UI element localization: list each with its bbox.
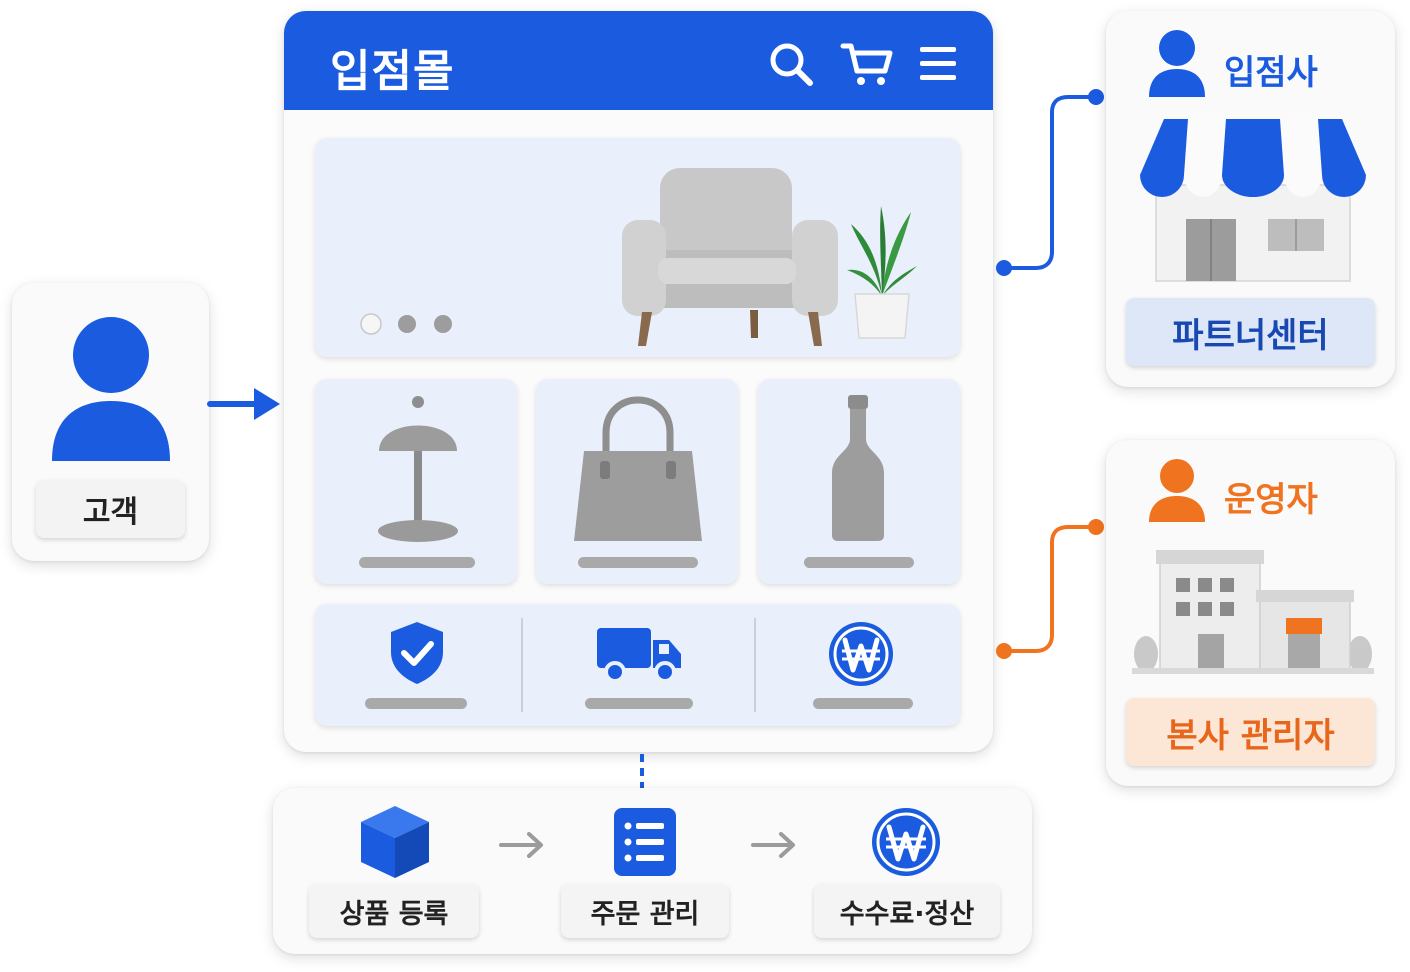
product-tile-bottle[interactable] bbox=[758, 379, 960, 584]
arrow-right-icon bbox=[751, 832, 795, 858]
feature-strip bbox=[315, 604, 960, 726]
cart-icon[interactable] bbox=[840, 41, 893, 87]
storefront-icon bbox=[1140, 119, 1366, 282]
product-bottle-name-placeholder bbox=[804, 557, 914, 568]
cube-icon bbox=[361, 806, 429, 878]
operator-card: 운영자 본사 관리자 bbox=[1106, 440, 1395, 786]
product-tile-handbag[interactable] bbox=[536, 379, 738, 584]
hq-admin-button[interactable]: 본사 관리자 bbox=[1126, 698, 1375, 766]
mall-window: 입점몰 bbox=[284, 11, 993, 752]
headquarters-building-icon bbox=[1132, 550, 1374, 674]
carousel-dot-3 bbox=[434, 315, 452, 333]
handbag-icon bbox=[574, 396, 702, 541]
won-coin-icon bbox=[829, 622, 893, 686]
lamp-icon bbox=[378, 396, 458, 542]
vendor-connector bbox=[996, 89, 1104, 276]
mall-title: 입점몰 bbox=[330, 46, 455, 97]
vendor-role-label: 입점사 bbox=[1224, 53, 1318, 93]
mall-to-flow-connector bbox=[640, 754, 644, 788]
banner-carousel[interactable] bbox=[315, 138, 960, 357]
product-lamp-name-placeholder bbox=[359, 557, 475, 568]
partner-center-button[interactable]: 파트너센터 bbox=[1126, 298, 1375, 366]
menu-icon[interactable] bbox=[918, 44, 958, 84]
step-order-manage[interactable]: 주문 관리 bbox=[561, 884, 729, 938]
bottle-icon bbox=[832, 395, 884, 541]
operator-person-icon bbox=[1149, 459, 1205, 522]
mall-header: 입점몰 bbox=[284, 11, 993, 110]
feature-divider-2 bbox=[754, 618, 756, 712]
step-product-register[interactable]: 상품 등록 bbox=[309, 884, 479, 938]
feature-1-placeholder bbox=[365, 698, 467, 709]
customer-person-icon bbox=[52, 317, 170, 461]
feature-2-placeholder bbox=[585, 698, 693, 709]
customer-label: 고객 bbox=[36, 480, 185, 538]
product-handbag-name-placeholder bbox=[578, 557, 698, 568]
list-icon bbox=[614, 808, 676, 876]
delivery-truck-icon bbox=[597, 628, 681, 683]
process-flow-card: 상품 등록 주문 관리 수수료·정산 bbox=[273, 788, 1032, 954]
feature-3-placeholder bbox=[813, 698, 913, 709]
armchair-icon bbox=[622, 168, 838, 346]
operator-role-label: 운영자 bbox=[1224, 480, 1318, 520]
arrow-right-icon bbox=[499, 832, 543, 858]
customer-arrow bbox=[207, 388, 280, 420]
product-tile-lamp[interactable] bbox=[315, 379, 517, 584]
won-coin-icon bbox=[872, 808, 940, 876]
operator-connector bbox=[996, 519, 1104, 659]
feature-divider-1 bbox=[521, 618, 523, 712]
customer-card: 고객 bbox=[12, 283, 209, 561]
plant-icon bbox=[847, 206, 917, 339]
shield-check-icon bbox=[391, 622, 443, 684]
step-commission-settlement[interactable]: 수수료·정산 bbox=[814, 884, 1000, 938]
carousel-dot-2 bbox=[398, 315, 416, 333]
vendor-card: 입점사 파트너센터 bbox=[1106, 11, 1395, 387]
search-icon[interactable] bbox=[768, 41, 814, 87]
carousel-dot-1 bbox=[360, 313, 382, 335]
carousel-dots[interactable] bbox=[359, 312, 459, 336]
vendor-person-icon bbox=[1149, 30, 1205, 97]
